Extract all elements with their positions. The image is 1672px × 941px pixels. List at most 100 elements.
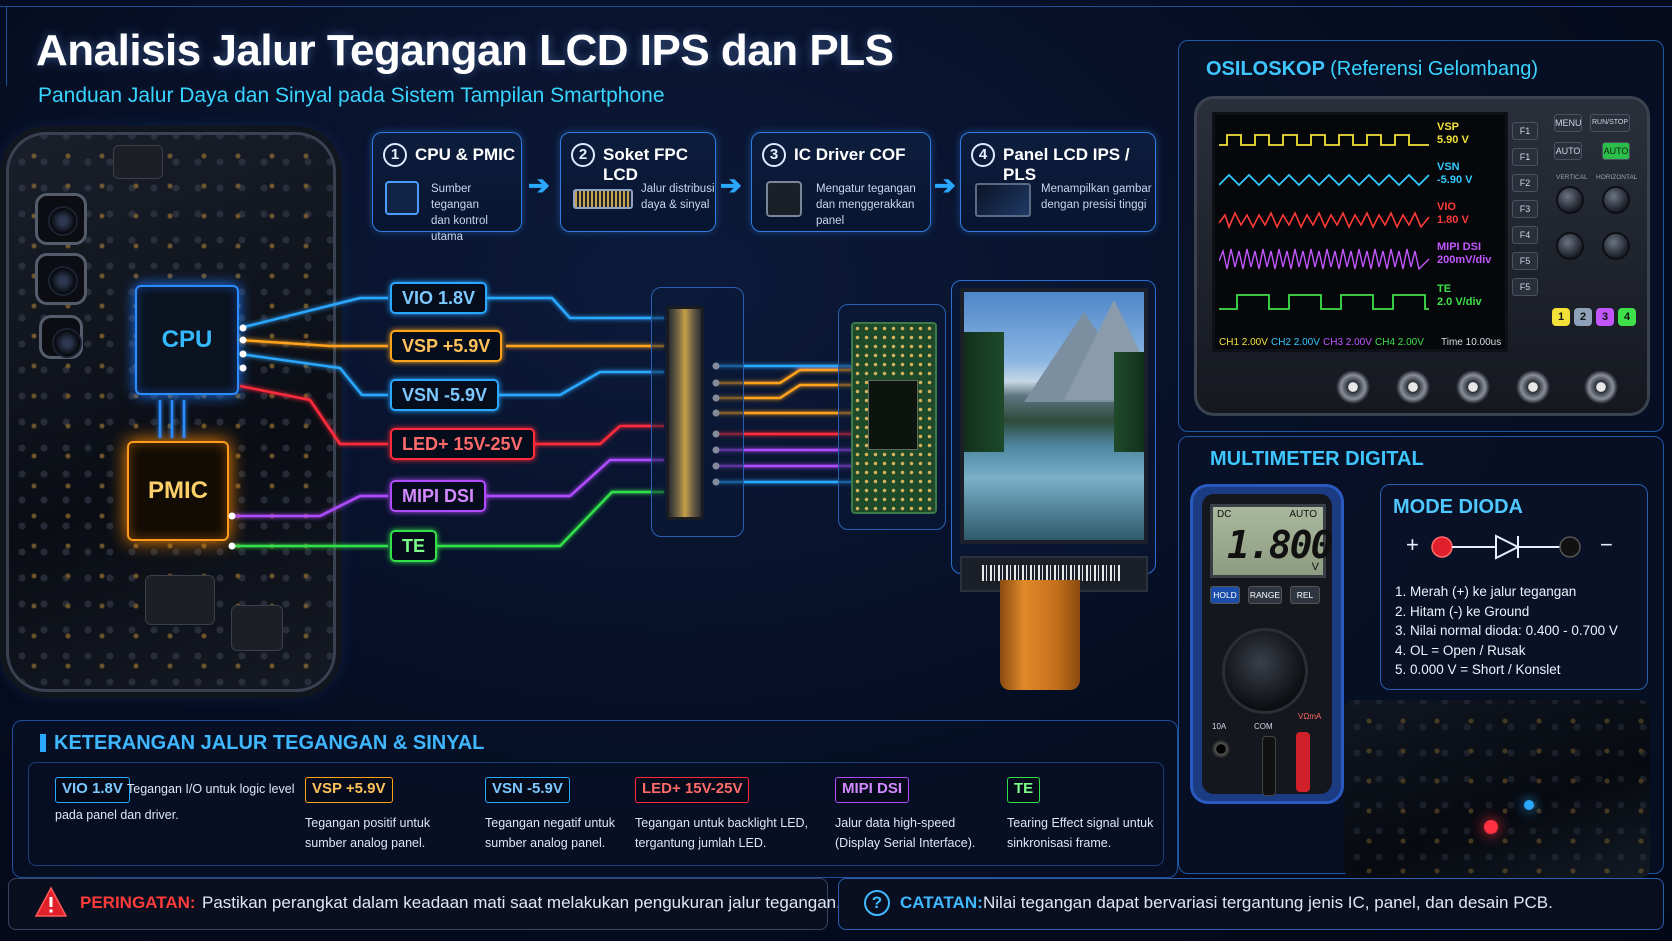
multimeter-title: MULTIMETER DIGITAL (1210, 448, 1424, 470)
f2-button[interactable]: F2 (1512, 174, 1538, 192)
te-line (232, 490, 664, 548)
vsp-line (239, 338, 664, 348)
f3-button[interactable]: F3 (1512, 200, 1538, 218)
step-number: 2 (571, 143, 595, 167)
diode-mode-title: MODE DIODA (1393, 496, 1523, 518)
diode-steps: 1. Merah (+) ke jalur tegangan 2. Hitam … (1395, 582, 1618, 680)
vertical-label: VERTICAL (1556, 174, 1588, 181)
legend-tag-vio: VIO 1.8V (55, 777, 130, 803)
fpc-connector (666, 306, 704, 520)
oscilloscope-traces (1219, 134, 1430, 310)
f1-button[interactable]: F1 (1512, 148, 1538, 166)
vertical-position-knob[interactable] (1556, 232, 1584, 260)
legend-tag-te: TE (1007, 777, 1041, 803)
probe-black[interactable] (1262, 736, 1276, 796)
legend-title: KETERANGAN JALUR TEGANGAN & SINYAL (54, 732, 485, 754)
legend-desc-led: Tegangan untuk backlight LED,tergantung … (635, 816, 809, 850)
signal-mipi: MIPI DSI (390, 480, 487, 512)
screen-icon (975, 183, 1031, 217)
run-stop-button[interactable]: RUN/STOP (1590, 114, 1630, 132)
legend-marker (40, 734, 46, 752)
vio-line (239, 296, 664, 330)
diode-step: 2. Hitam (-) ke Ground (1395, 603, 1530, 619)
horizontal-knob[interactable] (1602, 186, 1630, 214)
auto-green-button[interactable]: AUTO (1602, 142, 1630, 160)
step-title: Panel LCD IPS / PLS (1003, 145, 1130, 184)
note-box (838, 878, 1664, 930)
pmic-chip: PMIC (127, 441, 229, 541)
bnc-connector-icon (1336, 370, 1370, 404)
note-text: Nilai tegangan dapat bervariasi tergantu… (983, 893, 1553, 912)
bnc-connector-icon (1456, 370, 1490, 404)
jack-label-10a: 10A (1212, 722, 1227, 731)
warning-box (8, 878, 828, 930)
signal-vsp: VSP +5.9V (390, 330, 503, 362)
legend-inner: VIO 1.8V Tegangan I/O untuk logic level … (28, 762, 1164, 866)
oscilloscope-title: OSILOSKOP (Referensi Gelombang) (1206, 58, 1538, 80)
legend-desc-vio-1: Tegangan I/O untuk logic level (127, 782, 295, 796)
probe-tip-glow (1524, 800, 1534, 810)
note-label: CATATAN: (900, 893, 983, 912)
page-title: Analisis Jalur Tegangan LCD IPS dan PLS (36, 26, 894, 75)
ch2-status: CH2 2.00V (1271, 337, 1320, 348)
signal-led: LED+ 15V-25V (390, 428, 535, 460)
step-number: 4 (971, 143, 995, 167)
memory-chip (113, 145, 163, 179)
f1-button[interactable]: F1 (1512, 122, 1538, 140)
step-title: CPU & PMIC (415, 145, 516, 164)
f4-button[interactable]: F4 (1512, 226, 1538, 244)
hold-button[interactable]: HOLD (1210, 586, 1240, 604)
frame-line-top (0, 6, 1672, 7)
bnc-connector-icon (1396, 370, 1430, 404)
legend-desc-mipi: Jalur data high-speed(Display Serial Int… (835, 816, 976, 850)
step-title: Soket FPC LCD (603, 145, 689, 184)
signal-vio: VIO 1.8V (390, 282, 488, 314)
range-button[interactable]: RANGE (1248, 586, 1282, 604)
time-status: Time 10.00us (1441, 337, 1502, 348)
mipi-line (232, 458, 664, 518)
rel-button[interactable]: REL (1290, 586, 1320, 604)
pcb-probe-photo (1344, 700, 1650, 878)
cpu-pmic-link (158, 400, 186, 438)
menu-button[interactable]: MENU (1554, 114, 1582, 132)
step-title: IC Driver COF (794, 145, 906, 164)
frame-line-left (6, 6, 7, 86)
diode-step: 1. Merah (+) ke jalur tegangan (1395, 584, 1577, 599)
bnc-connector-icon (1516, 370, 1550, 404)
ch1-button[interactable]: 1 (1552, 308, 1570, 326)
lcd-mode: DC (1217, 509, 1232, 520)
signal-vsn: VSN -5.9V (390, 379, 500, 411)
diode-step: 4. OL = Open / Rusak (1395, 642, 1526, 658)
multimeter-lcd: DC AUTO 1.800 V (1210, 504, 1333, 578)
step-panel: 4 Panel LCD IPS / PLS Menampilkan gambar… (960, 132, 1156, 232)
horizontal-position-knob[interactable] (1602, 232, 1630, 260)
cpu-chip: CPU (135, 285, 239, 395)
diode-step: 3. Nilai normal dioda: 0.400 - 0.700 V (1395, 623, 1618, 638)
memory-chip (231, 605, 283, 651)
probe-red[interactable] (1296, 732, 1310, 792)
f5-button[interactable]: F5 (1512, 252, 1538, 270)
rotary-dial[interactable] (1222, 628, 1308, 714)
ch3-button[interactable]: 3 (1596, 308, 1614, 326)
step-number: 3 (762, 143, 786, 167)
camera-icon (39, 315, 83, 359)
forest-shape (964, 332, 1004, 452)
ch2-button[interactable]: 2 (1574, 308, 1592, 326)
probe-tip-glow (1484, 820, 1498, 834)
auto-button[interactable]: AUTO (1554, 142, 1582, 160)
question-icon: ? (864, 890, 890, 916)
minus-symbol: − (1600, 532, 1613, 557)
jack-10a[interactable] (1212, 740, 1230, 758)
lcd-panel-image (960, 288, 1148, 544)
vertical-knob[interactable] (1556, 186, 1584, 214)
connector-icon (573, 189, 633, 209)
f5-button[interactable]: F5 (1512, 278, 1538, 296)
chip-icon (385, 181, 419, 215)
forest-shape (1114, 352, 1144, 452)
ch4-button[interactable]: 4 (1618, 308, 1636, 326)
